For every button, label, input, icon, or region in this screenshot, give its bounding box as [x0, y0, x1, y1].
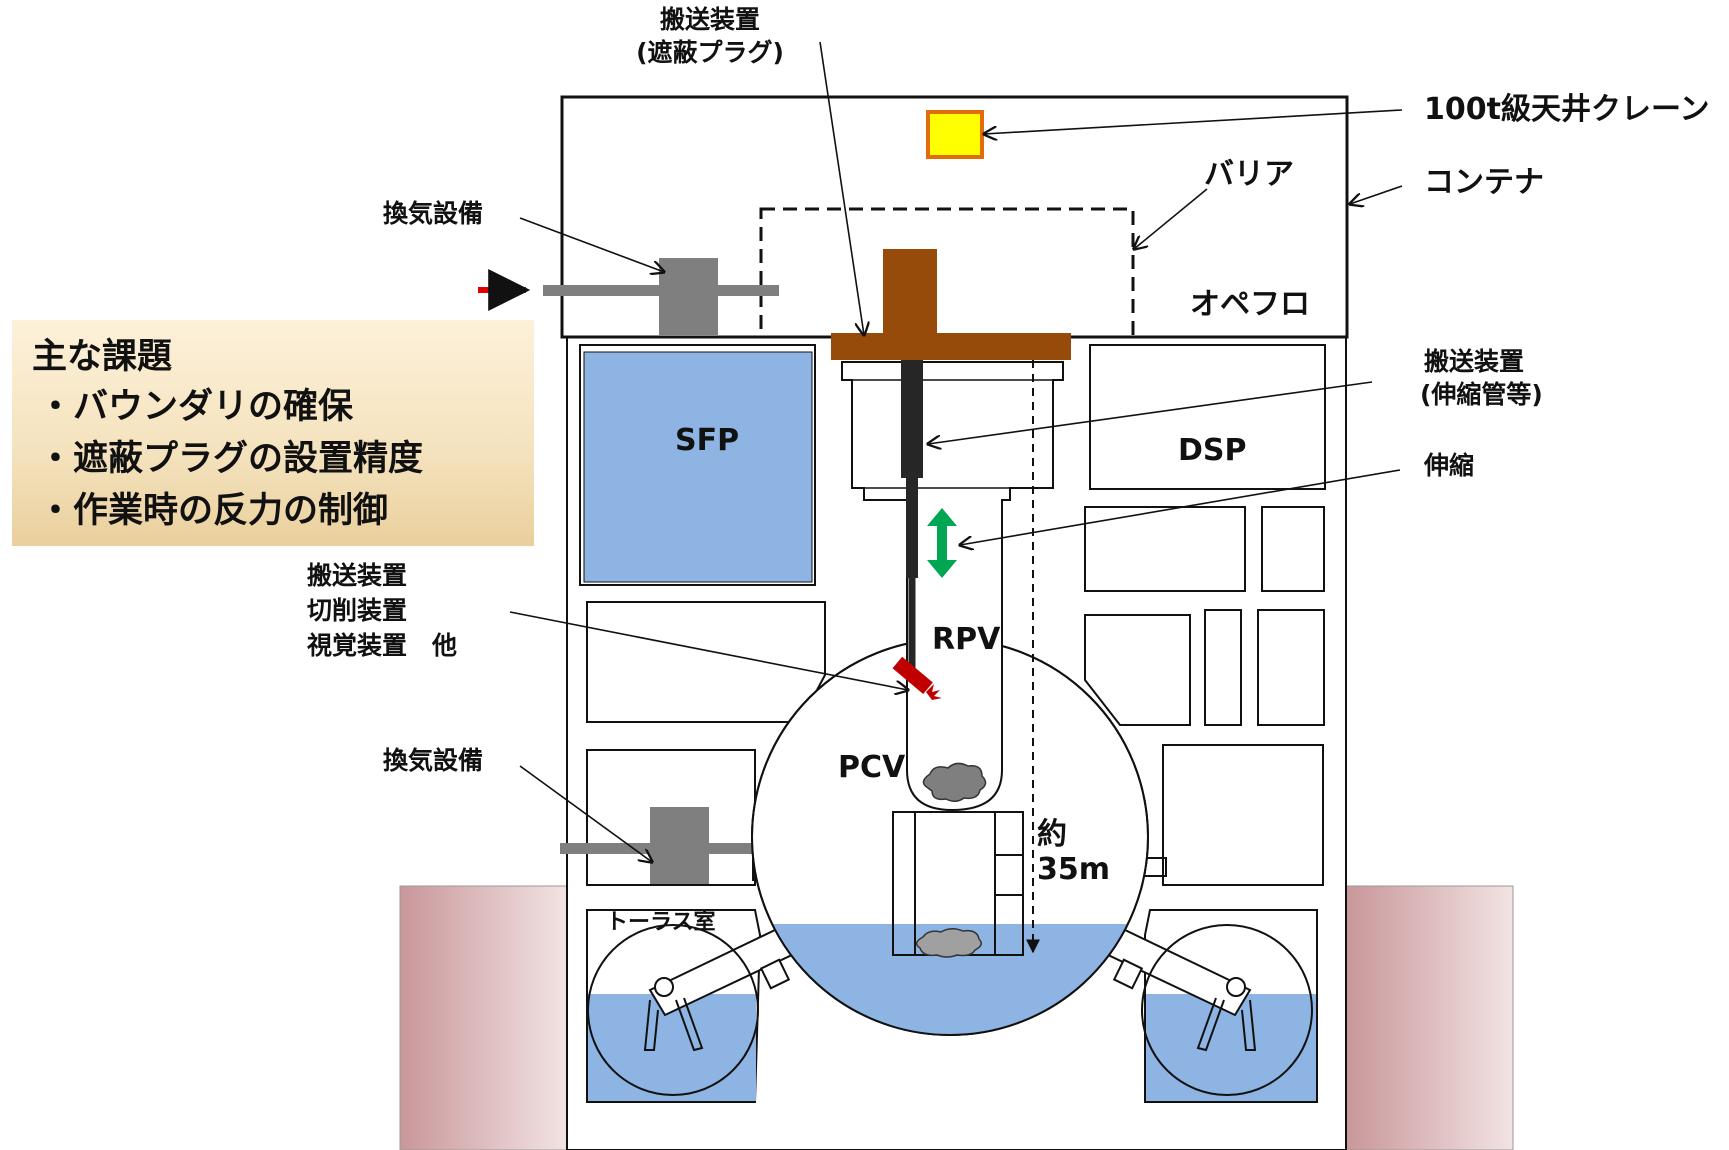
- ventilation-label-bottom: 換気設備: [383, 746, 484, 775]
- room-box: [1257, 609, 1325, 726]
- room-box: [1204, 609, 1242, 726]
- crane-label: 100t級天井クレーン: [1424, 92, 1710, 127]
- pipe-collar: [1112, 958, 1144, 990]
- leader-lines: [509, 41, 1403, 862]
- barrier-label: バリア: [1204, 157, 1294, 192]
- label-line: 視覚装置 他: [307, 631, 458, 660]
- distance-label: 約 35m: [1037, 817, 1111, 887]
- sfp-label: SFP: [675, 423, 740, 458]
- telescopic-tube-lower: [906, 478, 918, 578]
- shield-plug-stem: [883, 249, 937, 334]
- crane-box: [926, 110, 984, 159]
- ground-left: [399, 885, 568, 1150]
- ventilation-label-top: 換気設備: [383, 199, 484, 228]
- room-box: [1084, 614, 1191, 726]
- issue-item: ・作業時の反力の制御: [38, 491, 389, 531]
- label-line: 搬送装置: [659, 5, 760, 34]
- issues-panel: 主な課題 ・バウンダリの確保 ・遮蔽プラグの設置精度 ・作業時の反力の制御: [12, 320, 534, 546]
- label-line: 搬送装置: [307, 561, 408, 590]
- sfp-water: [583, 351, 813, 583]
- room-box: [1162, 744, 1324, 886]
- label-line: 35m: [1037, 851, 1111, 887]
- vent-unit-bottom: [650, 807, 709, 884]
- issue-item: ・バウンダリの確保: [38, 387, 354, 427]
- vent-unit-top: [659, 258, 718, 335]
- pipe-collar: [759, 958, 791, 990]
- label-line: 搬送装置: [1424, 347, 1525, 376]
- label-line: (遮蔽プラグ): [636, 37, 784, 67]
- rpv-vessel: [841, 361, 1064, 812]
- label-line: 切削装置: [307, 596, 408, 625]
- ground-right: [1345, 885, 1514, 1150]
- torus-room-right: [1144, 909, 1318, 1103]
- dsp-label: DSP: [1178, 433, 1247, 468]
- debris-icon: [922, 762, 987, 802]
- issues-title: 主な課題: [32, 337, 173, 377]
- label-line: (伸縮管等): [1420, 379, 1543, 409]
- container-label: コンテナ: [1424, 165, 1544, 200]
- telescopic-label: 伸縮: [1424, 451, 1475, 480]
- room-box: [1084, 506, 1246, 592]
- torus-circle-left: [587, 924, 759, 1096]
- debris-icon: [915, 928, 982, 958]
- transport-tube-label: 搬送装置 (伸縮管等): [1420, 346, 1543, 411]
- cutter-tool-icon: [892, 656, 942, 700]
- dsp-frame: [1089, 344, 1326, 490]
- telescopic-tube-upper: [901, 360, 923, 478]
- transport-plug-label: 搬送装置 (遮蔽プラグ): [610, 4, 810, 69]
- torus-leg-right: [1196, 977, 1257, 1052]
- torus-circle-right: [1141, 924, 1313, 1096]
- tools-label: 搬送装置 切削装置 視覚装置 他: [307, 558, 457, 663]
- pcv-label: PCV: [838, 750, 906, 785]
- label-line: 約: [1037, 817, 1067, 852]
- rpv-label: RPV: [932, 622, 1001, 657]
- opefl-label: オペフロ: [1190, 287, 1310, 322]
- room-box: [1261, 506, 1325, 592]
- double-arrow-icon: [927, 508, 957, 578]
- torus-leg-left: [643, 977, 704, 1052]
- issue-item: ・遮蔽プラグの設置精度: [38, 439, 424, 479]
- shield-plug-flange: [831, 333, 1071, 360]
- torus-room-label: トーラス室: [606, 910, 716, 935]
